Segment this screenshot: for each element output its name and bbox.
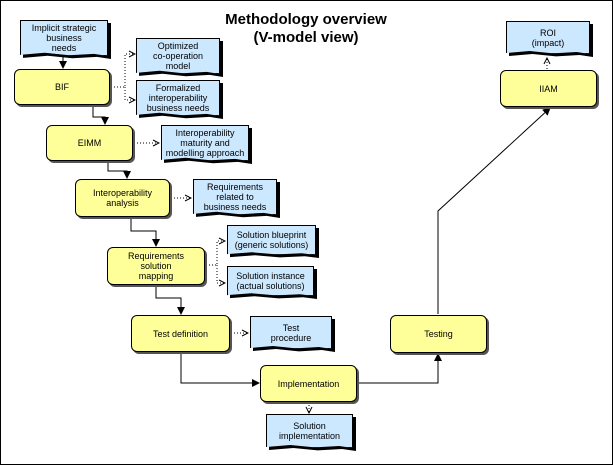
diagram-title: Methodology overview (V-model view) [181, 11, 431, 47]
testing-step: Testing [390, 315, 487, 353]
implementation-step: Implementation [260, 365, 357, 402]
flow-analysis-to-mapping [130, 217, 160, 247]
interoperability-analysis-step: Interoperability analysis [75, 179, 170, 217]
solution-implementation-doc: Solution implementation [266, 414, 353, 448]
eimm-step: EIMM [46, 125, 133, 161]
solution-instance-doc: Solution instance (actual solutions) [227, 266, 314, 296]
flow-testdef-to-implementation [180, 352, 260, 387]
requirements-solution-mapping-step: Requirements solution mapping [107, 247, 205, 285]
doc-link-mapping-instance [216, 265, 225, 283]
bif-step: BIF [14, 69, 110, 105]
flow-bif-to-eimm [92, 105, 109, 125]
requirements-doc: Requirements related to business needs [193, 179, 277, 215]
flow-mapping-to-testdef [155, 285, 185, 315]
doc-link-bif-formalized [124, 87, 135, 100]
formalized-needs-doc: Formalized interoperability business nee… [136, 80, 220, 116]
doc-link-bif-optimized [111, 54, 135, 88]
roi-doc: ROI (impact) [506, 21, 590, 54]
implicit-needs-doc: Implicit strategic business needs [20, 20, 108, 56]
solution-blueprint-doc: Solution blueprint (generic solutions) [227, 225, 316, 255]
flow-implementation-to-testing [358, 353, 442, 384]
doc-link-mapping-blueprint [206, 241, 225, 266]
iiam-step: IIAM [500, 70, 597, 107]
flow-eimm-to-analysis [107, 161, 131, 179]
title-line-2: (V-model view) [253, 29, 359, 46]
test-definition-step: Test definition [131, 315, 230, 352]
flow-testing-to-iiam [437, 107, 551, 314]
title-line-1: Methodology overview [225, 11, 387, 28]
test-procedure-doc: Test procedure [250, 316, 332, 349]
maturity-approach-doc: Interoperability maturity and modelling … [161, 125, 249, 161]
optimized-model-doc: Optimized co-operation model [136, 38, 220, 74]
